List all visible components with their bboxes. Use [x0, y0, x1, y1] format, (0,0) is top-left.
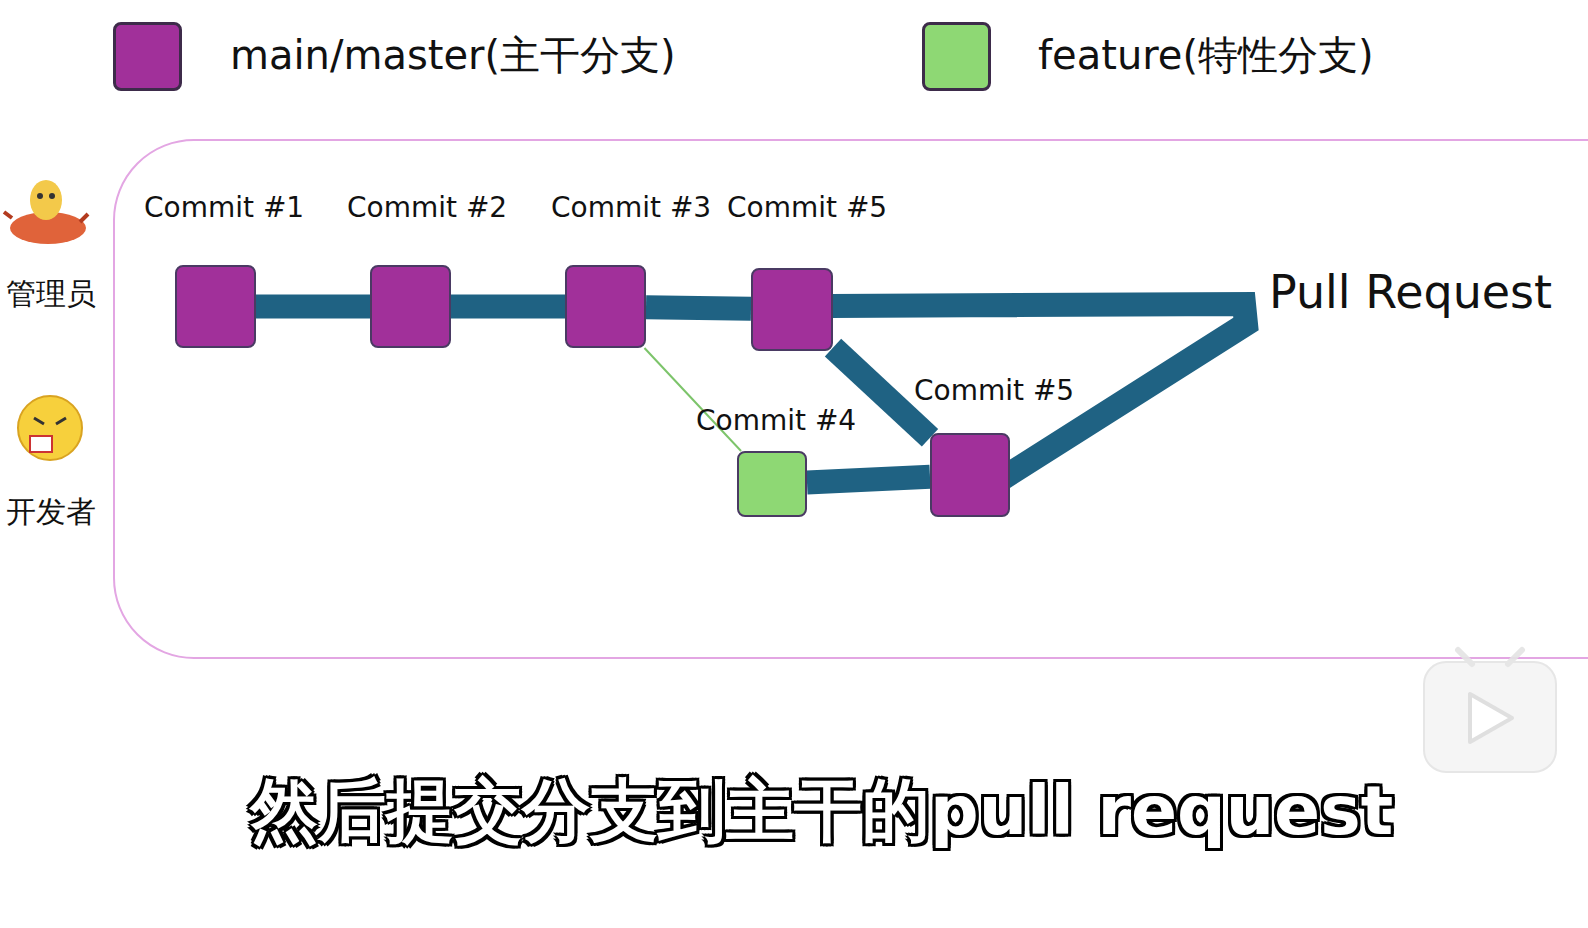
commit-square: Commit #1 — [175, 265, 256, 348]
commit-label: Commit #5 — [727, 192, 887, 224]
play-button — [1424, 650, 1556, 772]
commit-square: Commit #4 — [737, 451, 807, 517]
connector-line — [807, 477, 930, 483]
branch-connector — [646, 307, 751, 309]
text-label: 管理员 — [6, 274, 96, 315]
pull-request-line — [830, 304, 1246, 480]
commit-label: Commit #1 — [144, 192, 304, 224]
commit-square: Commit #3 — [565, 265, 646, 348]
connector-line — [256, 295, 370, 319]
legend-text: main/master(主干分支) — [230, 32, 676, 78]
branch-connector — [807, 477, 930, 483]
branch-connector — [256, 306, 370, 307]
text-label: 开发者 — [6, 492, 96, 533]
text-label: Pull Request — [1269, 265, 1552, 319]
legend-swatch — [922, 22, 991, 91]
commit-square: Commit #5 — [751, 268, 833, 351]
connector-line — [451, 295, 565, 319]
subtitle-caption: 然后提交分支到主干的pull request — [250, 766, 1393, 857]
commit-square: Commit #2 — [370, 265, 451, 348]
container-frame — [114, 140, 1588, 658]
admin-avatar — [4, 180, 88, 244]
commit-label: Commit #3 — [551, 192, 711, 224]
commit-label: Commit #2 — [347, 192, 507, 224]
commit-square: Commit #5 — [930, 433, 1010, 517]
developer-avatar — [18, 396, 82, 460]
legend-text: feature(特性分支) — [1038, 32, 1374, 78]
commit-label: Commit #5 — [914, 375, 1074, 407]
connector-line — [646, 307, 751, 309]
commit-label: Commit #4 — [696, 405, 856, 437]
branch-connector — [451, 306, 565, 307]
legend-swatch — [113, 22, 182, 91]
